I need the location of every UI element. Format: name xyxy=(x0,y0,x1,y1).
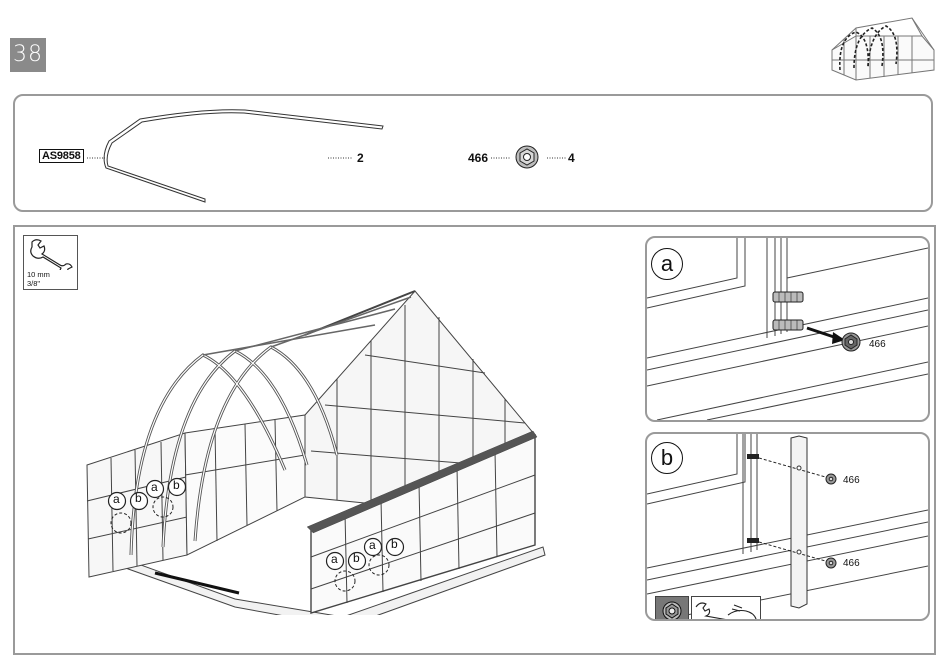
detail-b-panel: b 466 466 xyxy=(645,432,930,621)
step-number-badge: 38 xyxy=(10,38,46,72)
tool-size-label: 10 mm 3/8" xyxy=(27,270,50,288)
assembly-panel: 10 mm 3/8" xyxy=(13,225,936,655)
flange-nut-drawing xyxy=(516,146,538,168)
tool-size-metric: 10 mm xyxy=(27,270,50,279)
detail-a-nut-label: 466 xyxy=(869,339,886,350)
tool-size-imperial: 3/8" xyxy=(27,279,50,288)
nut-part-number: 466 xyxy=(468,151,488,165)
callout-b-right-1: b xyxy=(353,551,360,565)
callout-a-left-1: a xyxy=(113,492,120,506)
part-code-label: AS9858 xyxy=(39,149,84,163)
hand-wrench-icon xyxy=(691,596,761,621)
callout-b-left-1: b xyxy=(135,491,142,505)
greenhouse-thumbnail-icon xyxy=(826,10,938,84)
callout-a-right-1: a xyxy=(331,552,338,566)
nut-tool-icon xyxy=(655,596,689,621)
detail-b-nut-label-bottom: 466 xyxy=(843,558,860,569)
parts-panel: AS9858 2 466 4 xyxy=(13,94,933,212)
callout-a-right-2: a xyxy=(369,538,376,552)
detail-a-drawing xyxy=(647,238,928,420)
arch-rod-drawing xyxy=(104,110,383,202)
detail-b-nut-label-top: 466 xyxy=(843,475,860,486)
rod-quantity: 2 xyxy=(357,151,364,165)
greenhouse-frame-drawing xyxy=(75,255,555,615)
wrench-icon xyxy=(24,236,77,270)
callout-b-right-2: b xyxy=(391,537,398,551)
detail-b-letter: b xyxy=(651,442,683,474)
detail-b-drawing xyxy=(647,434,928,619)
callout-a-left-2: a xyxy=(151,480,158,494)
detail-a-panel: a 466 xyxy=(645,236,930,422)
nut-quantity: 4 xyxy=(568,151,575,165)
tool-box: 10 mm 3/8" xyxy=(23,235,78,290)
callout-b-left-2: b xyxy=(173,478,180,492)
detail-a-letter: a xyxy=(651,248,683,280)
